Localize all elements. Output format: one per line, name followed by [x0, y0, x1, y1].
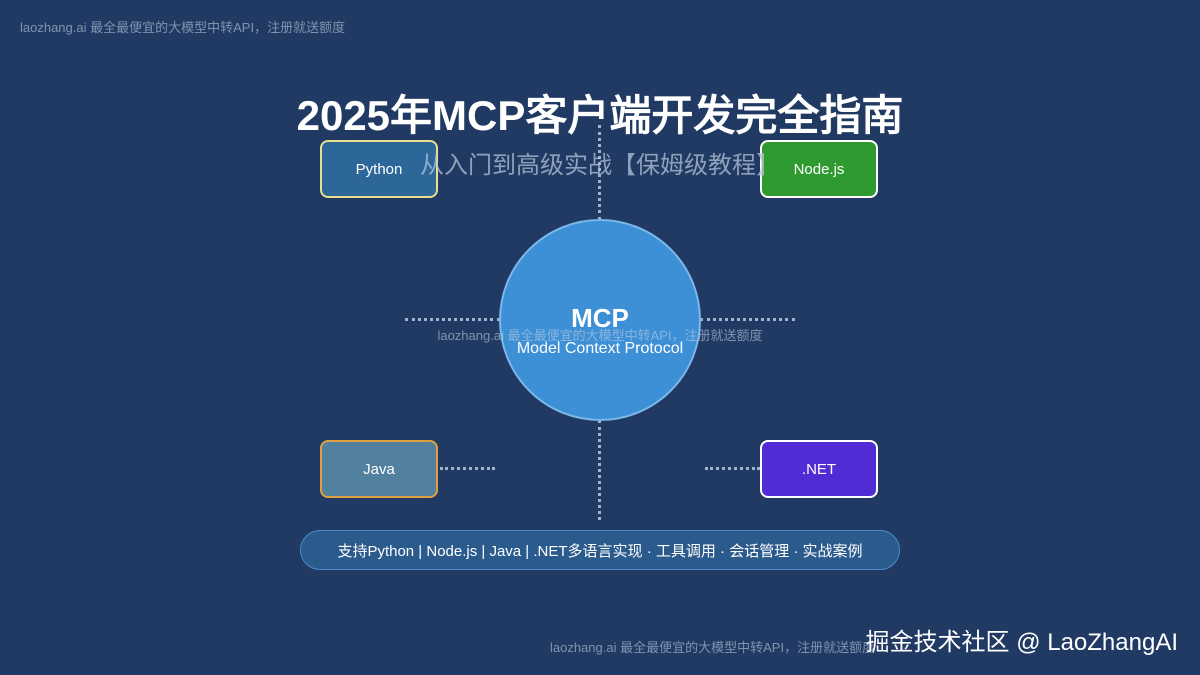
java-box: Java: [320, 440, 438, 498]
mcp-label: MCP: [571, 303, 629, 333]
page-subtitle: 从入门到高级实战【保姆级教程】: [420, 152, 780, 179]
connector-bottom: [598, 420, 601, 520]
mcp-sublabel: Model Context Protocol: [516, 340, 684, 357]
credit: 掘金技术社区 @ LaoZhangAI: [865, 629, 1178, 656]
connector-right: [700, 318, 795, 321]
page-title: 2025年MCP客户端开发完全指南: [296, 92, 904, 139]
watermark-center: laozhang.ai 最全最便宜的大模型中转API，注册就送额度: [437, 328, 763, 343]
watermark-bottom: laozhang.ai 最全最便宜的大模型中转API，注册就送额度: [550, 640, 876, 655]
connector-dotnet: [705, 467, 760, 470]
nodejs-box: Node.js: [760, 140, 878, 198]
dotnet-box: .NET: [760, 440, 878, 498]
watermark-top: laozhang.ai 最全最便宜的大模型中转API，注册就送额度: [20, 20, 346, 35]
connector-java: [440, 467, 495, 470]
connector-top: [598, 125, 601, 220]
mcp-circle: MCP Model Context Protocol: [499, 219, 701, 421]
connector-left: [405, 318, 500, 321]
features-bar: 支持Python | Node.js | Java | .NET多语言实现 · …: [300, 530, 900, 570]
python-box: Python: [320, 140, 438, 198]
